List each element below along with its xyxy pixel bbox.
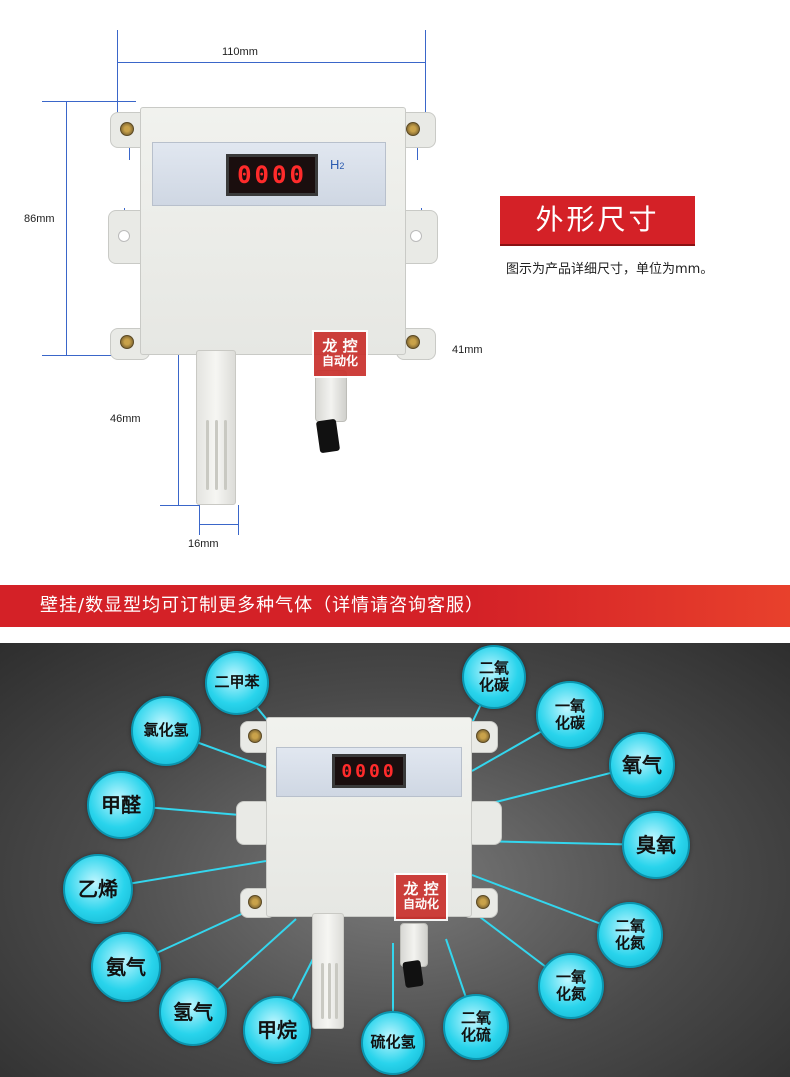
dim-line-height	[66, 101, 67, 355]
cable-gland	[315, 370, 347, 422]
screw-icon	[406, 122, 420, 136]
gas-option-bubble: 氢气	[159, 978, 227, 1046]
dim-label-16: 16mm	[188, 538, 219, 550]
gas-name-line1: 乙烯	[78, 876, 118, 901]
gas-name-line2: 化碳	[478, 676, 509, 694]
dim-ext-right-outer	[425, 30, 426, 130]
gas-name-line1: 二氧	[460, 1008, 491, 1027]
dim-label-41: 41mm	[452, 344, 483, 356]
gas-name-line2: 化碳	[554, 714, 585, 732]
gas-options-section: 0000 龙 控 自动化 二甲苯氯化氢甲醛乙烯氨气氢气甲烷硫化氢二氧化硫一氧化氮…	[0, 643, 790, 1077]
dim-ext-probe-w-left	[199, 505, 200, 535]
screw-icon	[248, 895, 262, 909]
dim-ext-probe-w-right	[238, 505, 239, 535]
screw-icon	[120, 122, 134, 136]
probe-slot	[321, 963, 324, 1019]
gas-name-line1: 硫化氢	[370, 1033, 416, 1052]
gas-name-line2: 化硫	[460, 1026, 491, 1044]
gas-name-line1: 臭氧	[636, 832, 676, 857]
dimension-drawing: 110mm 99mm 105mm 86mm 41mm 46mm 16mm 000…	[24, 30, 714, 550]
led-display: 0000	[332, 754, 406, 788]
custom-gas-banner: 壁挂/数显型均可订制更多种气体（详情请咨询客服）	[0, 585, 790, 627]
screw-icon	[248, 729, 262, 743]
gas-option-bubble: 乙烯	[63, 854, 133, 924]
dim-line-probe-len	[178, 350, 179, 505]
gas-option-bubble: 二甲苯	[205, 651, 269, 715]
gas-option-bubble: 氯化氢	[131, 696, 201, 766]
gas-name-line1: 甲醛	[101, 792, 141, 817]
cable	[315, 418, 341, 454]
gas-option-bubble: 硫化氢	[361, 1011, 425, 1075]
dim-ext-left-outer	[117, 30, 118, 130]
dim-ext-probe-bottom	[160, 505, 200, 506]
gas-option-bubble: 氧气	[609, 732, 675, 798]
screw-icon	[476, 729, 490, 743]
gas-name-line1: 二甲苯	[214, 673, 260, 692]
mount-hole	[410, 230, 422, 242]
gas-option-bubble: 二氧化碳	[462, 645, 526, 709]
gas-name-line2: 化氮	[614, 934, 645, 952]
gas-option-bubble: 氨气	[91, 932, 161, 1002]
gas-option-bubble: 二氧化氮	[597, 902, 663, 968]
probe-slot	[224, 420, 227, 490]
gas-name-line1: 一氧	[555, 967, 586, 986]
led-display: 0000	[226, 154, 318, 196]
gas-option-bubble: 一氧化氮	[538, 953, 604, 1019]
gas-name-line1: 二氧	[614, 916, 645, 935]
gas-name-line1: 二氧	[478, 658, 509, 677]
gas-name-line1: 氢气	[173, 999, 213, 1024]
screw-icon	[120, 335, 134, 349]
gas-name-line1: 氨气	[106, 954, 146, 979]
probe-slot	[206, 420, 209, 490]
gas-option-bubble: 甲醛	[87, 771, 155, 839]
gas-name-line1: 一氧	[554, 696, 585, 715]
gas-name-line1: 氧气	[622, 752, 662, 777]
dim-label-110: 110mm	[222, 46, 258, 58]
gas-name-line1: 氯化氢	[143, 721, 189, 740]
gas-option-bubble: 甲烷	[243, 996, 311, 1064]
dim-label-86: 86mm	[24, 213, 55, 225]
dim-line-top-outer	[117, 62, 425, 63]
gas-option-bubble: 一氧化碳	[536, 681, 604, 749]
mount-hole	[118, 230, 130, 242]
probe-slot	[328, 963, 331, 1019]
screw-icon	[406, 335, 420, 349]
gas-name-line1: 甲烷	[257, 1017, 297, 1042]
device-ear	[466, 801, 502, 845]
probe-slot	[335, 963, 338, 1019]
size-title: 外形尺寸	[500, 196, 695, 244]
probe-slot	[215, 420, 218, 490]
brand-logo: 龙 控 自动化	[394, 873, 448, 921]
screw-icon	[476, 895, 490, 909]
dim-ext-top-height	[42, 101, 136, 102]
size-description: 图示为产品详细尺寸，单位为mm。	[506, 262, 714, 277]
dim-label-46: 46mm	[110, 413, 141, 425]
gas-name-line2: 化氮	[555, 985, 586, 1003]
gas-option-bubble: 二氧化硫	[443, 994, 509, 1060]
dim-line-probe-width	[199, 524, 238, 525]
brand-logo: 龙 控 自动化	[312, 330, 368, 378]
gas-option-bubble: 臭氧	[622, 811, 690, 879]
cable	[402, 959, 424, 989]
dim-ext-bottom-height	[42, 355, 136, 356]
gas-symbol: H2	[330, 157, 345, 172]
